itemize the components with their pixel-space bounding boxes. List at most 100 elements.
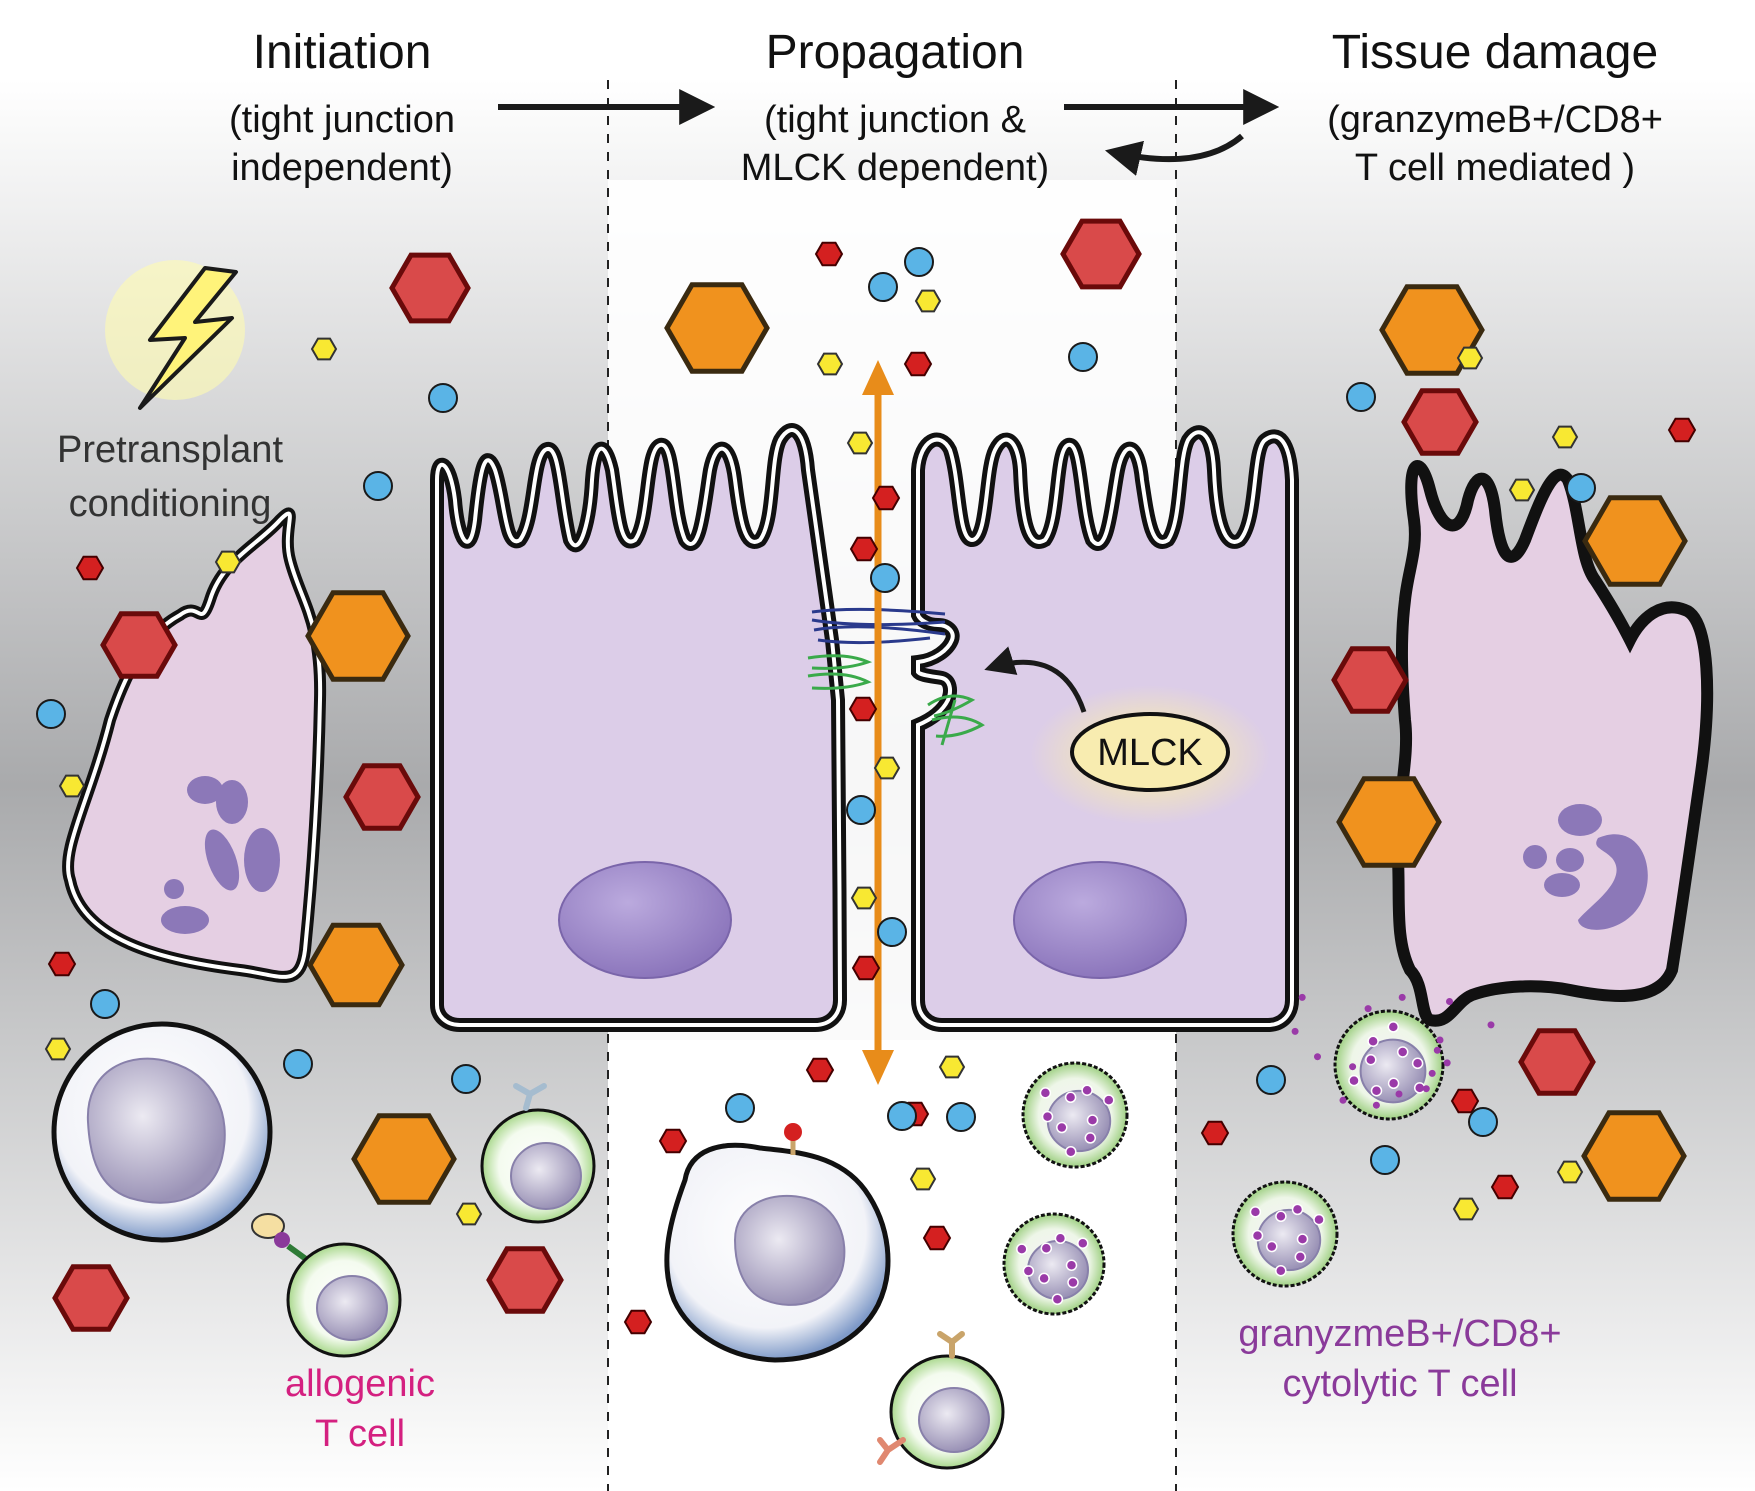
- granzyme-granule: [1398, 993, 1406, 1001]
- tissue-damage-subtitle-line2: T cell mediated ): [1354, 147, 1636, 189]
- particle-blue: [1256, 1065, 1286, 1095]
- initiation-subtitle-line1: (tight junction: [228, 99, 455, 141]
- nucleus-fragment: [244, 828, 280, 892]
- hexagon-molecule: [664, 282, 770, 374]
- initiation-cell-outline: [66, 511, 323, 979]
- particle-blue: [1566, 473, 1596, 503]
- particle-yellow: [938, 1055, 966, 1079]
- cytolytic-t-cell: [1231, 1180, 1339, 1288]
- particle-red: [871, 485, 901, 511]
- granzyme-granule: [1298, 993, 1306, 1001]
- granzyme-granule: [1422, 1085, 1430, 1093]
- hexagon-molecule: [305, 590, 411, 682]
- nucleus-fragment: [216, 780, 248, 824]
- particle-blue: [1068, 342, 1098, 372]
- cytolytic-t-cell: [1021, 1061, 1129, 1169]
- initiation-subtitle-line2: independent): [231, 147, 453, 189]
- granzyme-granule: [1314, 1053, 1321, 1061]
- nucleus-fragment: [1578, 834, 1648, 930]
- hexagon-molecule: [1336, 776, 1442, 868]
- particle-blue: [725, 1093, 755, 1123]
- particle-yellow: [1452, 1197, 1480, 1221]
- granzyme-granule: [1487, 1021, 1495, 1029]
- conditioning-label-line2: conditioning: [68, 483, 272, 525]
- particle-yellow: [850, 886, 878, 910]
- cytolytic-t-cells: [1002, 993, 1495, 1316]
- conditioning-label-line1: Pretransplant: [56, 429, 283, 471]
- mlck-label: MLCK: [1097, 732, 1203, 774]
- particle-blue: [36, 699, 66, 729]
- particle-red: [851, 955, 881, 981]
- particle-yellow: [1551, 425, 1579, 449]
- particle-yellow: [1556, 1160, 1584, 1184]
- cytolytic-t-cell: [1333, 1009, 1445, 1121]
- granzyme-granule: [1291, 1027, 1299, 1035]
- particle-blue: [90, 989, 120, 1019]
- particle-blue: [428, 383, 458, 413]
- particle-blue: [1468, 1107, 1498, 1137]
- nucleus-fragment: [1523, 845, 1547, 869]
- naive-t-cell-center: [877, 1331, 1005, 1470]
- particle-blue: [877, 917, 907, 947]
- particle-red: [922, 1225, 952, 1251]
- particle-red: [1490, 1174, 1520, 1200]
- particle-red: [658, 1128, 688, 1154]
- granzyme-granule: [1339, 1096, 1347, 1104]
- particle-red: [1200, 1120, 1230, 1146]
- granzyme-granule: [1433, 1046, 1441, 1054]
- particle-blue: [1370, 1145, 1400, 1175]
- particle-red: [805, 1057, 835, 1083]
- particle-yellow: [1456, 346, 1484, 370]
- mlck-arrow: [984, 646, 1087, 713]
- right-cell-nucleus: [1013, 861, 1187, 979]
- allogenic-label-line1: allogenic: [285, 1363, 435, 1405]
- particle-red: [849, 536, 879, 562]
- granzyme-granule: [1372, 1101, 1380, 1109]
- hexagon-molecules: [52, 218, 1688, 1332]
- tissue-damage-title: Tissue damage: [1331, 26, 1659, 79]
- mhc-molecule-icon: [251, 1213, 285, 1239]
- cytolytic-t-cell: [1002, 1212, 1106, 1316]
- nucleus-fragment: [204, 829, 240, 891]
- granzyme-granule: [1349, 1063, 1357, 1071]
- allogenic-label-line2: T cell: [314, 1413, 406, 1455]
- particle-red: [75, 555, 105, 581]
- particle-red: [47, 951, 77, 977]
- lightning-bolt-icon: [138, 266, 238, 410]
- granzyme-granule: [1428, 1069, 1436, 1077]
- naive-t-cell-left: [480, 1083, 596, 1224]
- particle-red: [1667, 417, 1697, 443]
- nucleus-fragment: [187, 776, 223, 804]
- nucleus-fragment: [1556, 848, 1584, 872]
- particle-yellow: [873, 756, 901, 780]
- mlck-oval: [1070, 712, 1230, 792]
- tight-junction-icon: [807, 607, 985, 746]
- particle-yellow: [846, 431, 874, 455]
- particle-blue: [846, 795, 876, 825]
- particle-molecules: [36, 241, 1697, 1335]
- hexagon-molecule: [351, 1113, 457, 1205]
- particle-blue: [870, 563, 900, 593]
- particle-red: [814, 241, 844, 267]
- particle-yellow: [816, 352, 844, 376]
- particle-red: [1450, 1088, 1480, 1114]
- antigen-presenting-cell-left: [51, 1021, 273, 1243]
- particle-blue: [283, 1049, 313, 1079]
- hexagon-molecule: [1331, 646, 1409, 714]
- particle-blue: [946, 1102, 976, 1132]
- particle-blue: [451, 1064, 481, 1094]
- nucleus-fragment: [161, 906, 209, 934]
- nucleus-fragment: [1544, 873, 1580, 897]
- particle-yellow: [214, 550, 242, 574]
- hexagon-molecule: [1581, 1110, 1687, 1202]
- antigen-presenting-cell-center: [664, 1123, 891, 1363]
- initiation-title: Initiation: [252, 26, 432, 79]
- particle-red: [848, 696, 878, 722]
- hexagon-molecule: [307, 922, 405, 1008]
- damage-feedback-arrow: [1104, 133, 1244, 176]
- propagation-subtitle-line1: (tight junction &: [764, 99, 1026, 141]
- granzyme-granule: [1364, 1005, 1372, 1013]
- particle-red: [903, 351, 933, 377]
